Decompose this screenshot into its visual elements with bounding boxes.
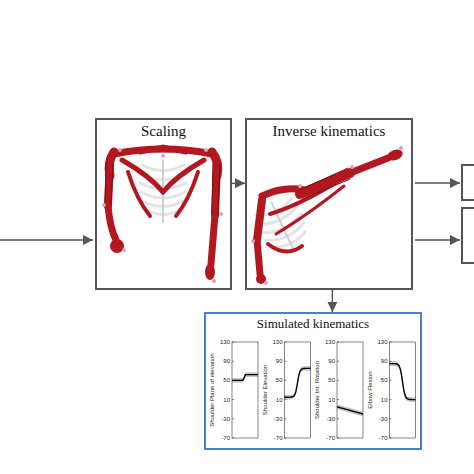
box-title: Simulated kinematics — [206, 316, 420, 332]
output-arrow — [415, 239, 460, 241]
tick-mark — [232, 361, 234, 362]
tick-mark — [232, 342, 234, 343]
tick-label: -70 — [212, 434, 230, 442]
box-title: Scaling — [97, 123, 230, 140]
tick-label: 130 — [370, 338, 388, 346]
tick-label: 130 — [212, 338, 230, 346]
result-box: Simulated kinematics — [204, 312, 422, 450]
tick-label: 10 — [212, 396, 230, 404]
tick-label: 10 — [370, 396, 388, 404]
tick-label: 130 — [317, 338, 335, 346]
tick-mark — [337, 399, 339, 400]
tick-mark — [337, 342, 339, 343]
tick-mark — [285, 418, 287, 419]
tick-label: 90 — [265, 357, 283, 365]
plot-band — [232, 372, 258, 383]
tick-mark — [285, 438, 287, 439]
tick-mark — [390, 399, 392, 400]
plot-frame — [337, 342, 363, 438]
musculoskeletal-model — [102, 147, 223, 283]
tick-mark — [285, 361, 287, 362]
tick-mark — [390, 418, 392, 419]
flow-arrow — [232, 183, 245, 185]
tick-mark — [390, 342, 392, 343]
plot-band — [285, 366, 311, 400]
tick-label: -30 — [370, 415, 388, 423]
tick-label: 50 — [370, 376, 388, 384]
tick-label: 10 — [317, 396, 335, 404]
tick-mark — [337, 438, 339, 439]
tick-label: -70 — [370, 434, 388, 442]
cut-off-box — [462, 165, 474, 200]
axis-title: Shoulder Elevation — [261, 342, 267, 438]
plot-frame — [232, 342, 258, 438]
tick-mark — [285, 380, 287, 381]
flow-arrow — [332, 290, 334, 312]
tick-mark — [390, 361, 392, 362]
tick-mark — [285, 342, 287, 343]
plot-frame — [390, 342, 416, 438]
plot-frame — [285, 342, 311, 438]
kinematics-plots — [232, 342, 416, 438]
tick-mark — [232, 438, 234, 439]
tick-mark — [232, 399, 234, 400]
axis-title: Shoulder Plane of elevation — [209, 342, 215, 438]
tick-label: -30 — [317, 415, 335, 423]
tick-mark — [337, 418, 339, 419]
tick-label: -70 — [265, 434, 283, 442]
tick-label: 90 — [212, 357, 230, 365]
output-arrow — [415, 182, 460, 184]
tick-mark — [285, 399, 287, 400]
process-box: Scaling — [95, 118, 232, 290]
tick-mark — [232, 418, 234, 419]
tick-label: 50 — [212, 376, 230, 384]
process-box: Inverse kinematics — [245, 118, 413, 290]
tick-mark — [337, 361, 339, 362]
tick-label: 130 — [265, 338, 283, 346]
tick-mark — [390, 438, 392, 439]
axis-title: Elbow Flexion — [366, 342, 372, 438]
tick-label: -30 — [265, 415, 283, 423]
box-title: Inverse kinematics — [247, 123, 411, 140]
tick-mark — [337, 380, 339, 381]
tick-label: 90 — [317, 357, 335, 365]
cut-off-box — [462, 208, 474, 263]
axis-title: Shoulder Int. Rotation — [314, 342, 320, 438]
tick-mark — [390, 380, 392, 381]
musculoskeletal-model — [251, 146, 404, 285]
plot-band — [337, 404, 363, 416]
plot-line — [285, 368, 311, 397]
plot-line — [337, 407, 363, 414]
tick-label: -30 — [212, 415, 230, 423]
tick-label: 90 — [370, 357, 388, 365]
tick-label: 50 — [265, 376, 283, 384]
plot-band — [390, 361, 416, 402]
plot-line — [232, 375, 258, 381]
plot-line — [390, 364, 416, 400]
tick-label: 10 — [265, 396, 283, 404]
tick-label: -70 — [317, 434, 335, 442]
input-arrow — [0, 239, 93, 241]
tick-label: 50 — [317, 376, 335, 384]
